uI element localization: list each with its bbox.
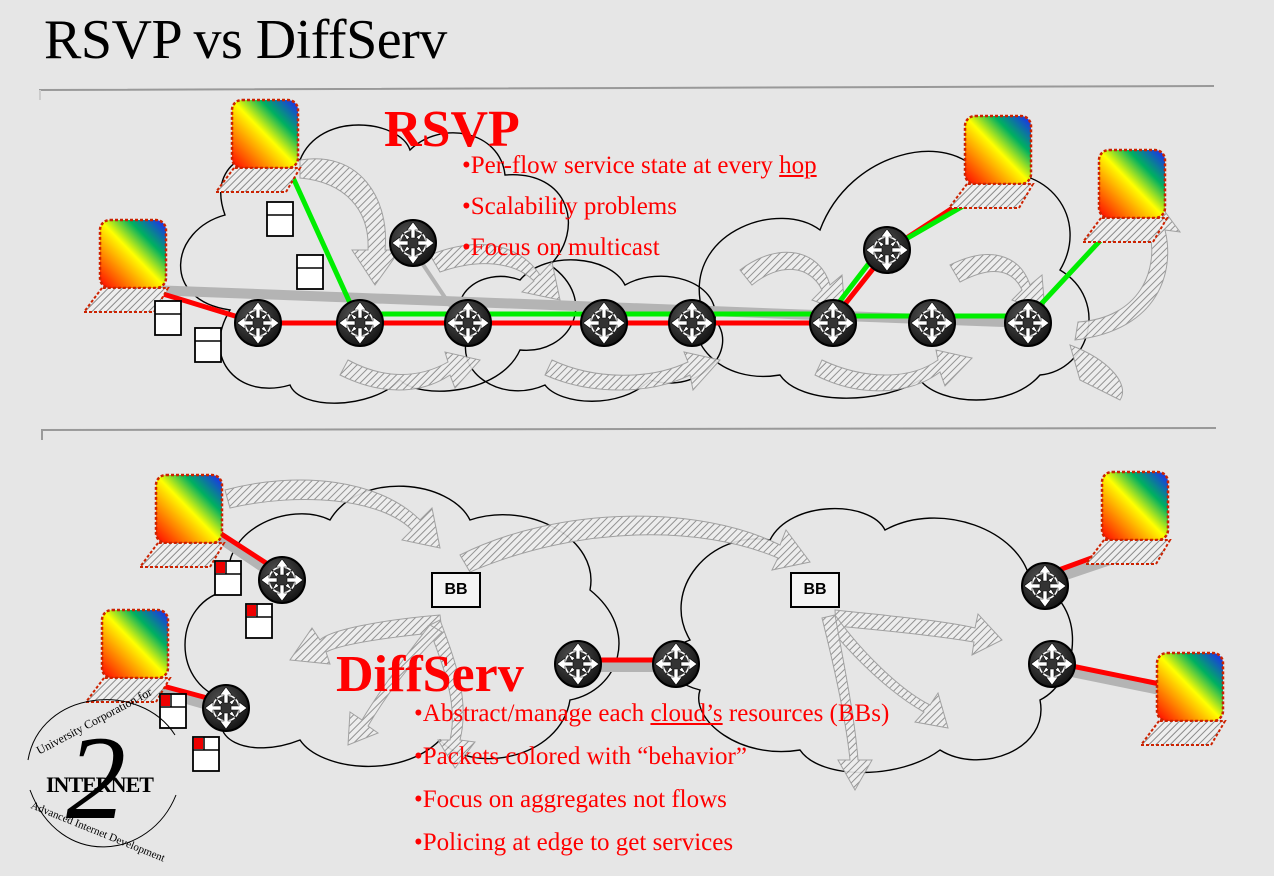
- packet-icon: [245, 603, 273, 639]
- bullet-text: Focus on aggregates not flows: [422, 786, 727, 813]
- flow-arrow-icon: [289, 614, 443, 665]
- flow-arrow-icon: [1069, 344, 1123, 401]
- router-icon: [234, 299, 282, 347]
- host-computer-icon: [82, 218, 170, 314]
- diffserv-heading: DiffServ: [336, 646, 524, 703]
- bullet-text: Abstract/manage each: [422, 700, 651, 727]
- bandwidth-broker-box: BB: [790, 572, 840, 608]
- router-icon: [389, 219, 437, 267]
- router-icon: [336, 299, 384, 347]
- bullet-item: Per-flow service state at every hop: [462, 152, 817, 193]
- flow-arrow-icon: [824, 614, 949, 729]
- flow-arrow-icon: [339, 351, 481, 391]
- bullet-item: Focus on multicast: [462, 234, 817, 275]
- host-computer-icon: [1084, 470, 1172, 566]
- packet-icon: [296, 254, 324, 290]
- packet-icon: [154, 300, 182, 336]
- router-icon: [652, 640, 700, 688]
- rsvp-heading: RSVP: [384, 101, 520, 158]
- host-computer-icon: [947, 114, 1035, 210]
- bullet-text: Focus on multicast: [470, 234, 660, 261]
- internet2-logo: University Corporation for 2 INTERNET Ad…: [8, 685, 188, 868]
- diffserv-links: [149, 525, 1165, 715]
- packet-icon: [194, 327, 222, 363]
- bandwidth-broker-box: BB: [431, 572, 481, 608]
- bullet-text: Policing at edge to get services: [422, 829, 734, 856]
- packet-icon: [214, 560, 242, 596]
- router-icon: [580, 299, 628, 347]
- flow-arrow-icon: [814, 349, 973, 392]
- flow-arrow-icon: [347, 624, 443, 746]
- diffserv-bullets: Abstract/manage each cloud’s resources (…: [414, 700, 890, 872]
- router-icon: [1021, 562, 1069, 610]
- host-computer-icon: [1081, 148, 1169, 244]
- rsvp-bullets: Per-flow service state at every hopScala…: [462, 152, 817, 275]
- router-icon: [668, 299, 716, 347]
- logo-numeral: 2: [66, 711, 126, 844]
- router-icon: [1004, 299, 1052, 347]
- bullet-item: Focus on aggregates not flows: [414, 786, 889, 829]
- bullet-item: Policing at edge to get services: [414, 829, 889, 872]
- flow-arrow-icon: [224, 479, 441, 549]
- host-computer-icon: [138, 473, 226, 569]
- router-icon: [1028, 640, 1076, 688]
- host-computer-icon: [214, 98, 302, 194]
- cloud-icon: [694, 150, 1090, 401]
- bullet-text: Packets colored with “behavior”: [422, 743, 747, 770]
- router-icon: [809, 299, 857, 347]
- internet2-logo-ring: [27, 699, 177, 848]
- separator-lines: [39, 85, 1217, 440]
- router-icon: [863, 226, 911, 274]
- bullet-item: Scalability problems: [462, 193, 817, 234]
- bullet-text: Scalability problems: [470, 193, 677, 220]
- page-title: RSVP vs DiffServ: [44, 9, 447, 71]
- bullet-item: Packets colored with “behavior”: [414, 743, 889, 786]
- router-icon: [202, 684, 250, 732]
- bullet-text: Per-flow service state at every: [470, 152, 780, 179]
- underlined-term: cloud’s: [650, 700, 723, 727]
- packet-icon: [266, 201, 294, 237]
- flow-arrow-icon: [544, 351, 721, 392]
- flow-arrow-icon: [834, 609, 1003, 656]
- rsvp-packets: [154, 201, 324, 363]
- flow-arrow-icon: [299, 158, 401, 286]
- flow-arrow-icon: [459, 515, 811, 573]
- packet-icon: [192, 736, 220, 772]
- bullet-item: Abstract/manage each cloud’s resources (…: [414, 700, 890, 743]
- logo-wordmark: INTERNET: [46, 772, 154, 797]
- router-icon: [908, 299, 956, 347]
- router-icon: [554, 640, 602, 688]
- router-icon: [444, 299, 492, 347]
- host-computer-icon: [1139, 651, 1227, 747]
- router-icon: [258, 556, 306, 604]
- underlined-term: hop: [779, 152, 817, 179]
- flow-arrow-icon: [949, 254, 1046, 313]
- bullet-text: resources (BBs): [722, 700, 890, 727]
